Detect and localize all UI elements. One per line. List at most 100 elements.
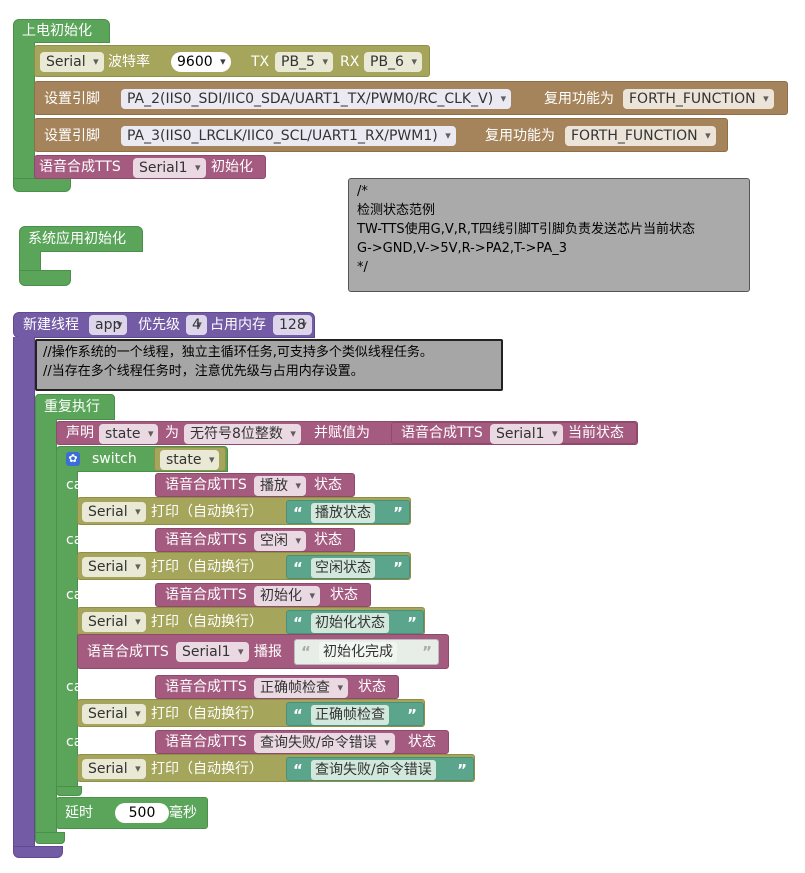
thread-block[interactable]: 新建线程 app 优先级 4 占用内存 128 <box>13 312 315 338</box>
sys-init-foot <box>19 270 71 286</box>
println-serial-dropdown[interactable]: Serial <box>82 502 146 522</box>
open-quote-icon: “ <box>293 761 303 779</box>
case-condition-block[interactable]: 语音合成TTS 初始化 状态 <box>155 583 371 607</box>
switch-var-dropdown[interactable]: state <box>160 450 220 470</box>
string-literal-block[interactable]: “ 查询失败/命令错误 ” <box>286 757 474 781</box>
setup-block-foot <box>13 178 71 192</box>
close-quote-icon: ” <box>407 614 417 632</box>
string-text-field[interactable]: 正确帧检查 <box>311 705 389 725</box>
rx-pin-dropdown[interactable]: PB_6 <box>364 52 422 72</box>
close-quote-icon: ” <box>457 761 467 779</box>
tts-state-value-block[interactable]: 语音合成TTS Serial1 当前状态 <box>391 422 637 444</box>
pin-function-block-1[interactable]: 设置引脚 PA_2(IIS0_SDI/IIC0_SDA/UART1_TX/PWM… <box>34 81 788 115</box>
pin2-func-label: 复用功能为 <box>485 128 555 144</box>
pin1-dropdown[interactable]: PA_2(IIS0_SDI/IIC0_SDA/UART1_TX/PWM0/RC_… <box>121 89 512 109</box>
case-state-dropdown[interactable]: 查询失败/命令错误 <box>254 733 395 753</box>
case-label: case <box>66 734 99 750</box>
string-text-field[interactable]: 空闲状态 <box>311 558 375 578</box>
switch-block[interactable]: ✿ switch state <box>56 446 228 472</box>
string-text-field[interactable]: 初始化状态 <box>311 613 389 633</box>
open-quote-icon: “ <box>293 559 303 577</box>
rx-label: RX <box>340 54 360 70</box>
repeat-block[interactable]: 重复执行 <box>35 394 115 420</box>
pin-function-block-2[interactable]: 设置引脚 PA_3(IIS0_LRCLK/IIC0_SCL/UART1_RX/P… <box>34 118 728 152</box>
repeat-foot <box>35 832 65 844</box>
string-text-field[interactable]: 播放状态 <box>311 503 375 523</box>
serial-port-dropdown[interactable]: Serial <box>40 52 104 72</box>
delay-block[interactable]: 延时 500 毫秒 <box>56 797 208 829</box>
close-quote-icon: ” <box>422 643 432 661</box>
pin2-dropdown[interactable]: PA_3(IIS0_LRCLK/IIC0_SCL/UART1_RX/PWM1) <box>121 126 456 146</box>
tts-init-prefix: 语音合成TTS <box>39 159 121 175</box>
thread-mem-field[interactable]: 128 <box>273 315 312 335</box>
serial-println-block[interactable]: Serial 打印（自动换行） “ 查询失败/命令错误 ” <box>77 754 475 782</box>
delay-label: 延时 <box>65 805 93 821</box>
println-serial-dropdown[interactable]: Serial <box>82 612 146 632</box>
case-tts-label: 语音合成TTS <box>165 532 247 548</box>
println-serial-dropdown[interactable]: Serial <box>82 557 146 577</box>
case-tts-label: 语音合成TTS <box>165 587 247 603</box>
speak-string-block[interactable]: “ 初始化完成 ” <box>294 639 439 665</box>
case-condition-block[interactable]: 语音合成TTS 空闲 状态 <box>155 528 355 552</box>
gear-icon[interactable]: ✿ <box>66 452 80 466</box>
pin1-func-dropdown[interactable]: FORTH_FUNCTION <box>623 89 774 109</box>
delay-unit: 毫秒 <box>169 805 197 821</box>
sys-init-block[interactable]: 系统应用初始化 <box>19 226 143 252</box>
case-state-label: 状态 <box>314 532 342 548</box>
switch-label: switch <box>92 451 137 467</box>
declare-var-dropdown[interactable]: state <box>99 424 159 444</box>
case-state-dropdown[interactable]: 空闲 <box>254 531 306 551</box>
speak-text-field[interactable]: 初始化完成 <box>319 642 397 662</box>
case-label: case <box>66 587 99 603</box>
thread-name-field[interactable]: app <box>89 315 128 335</box>
setup-block[interactable]: 上电初始化 <box>13 19 110 43</box>
pin2-func-dropdown[interactable]: FORTH_FUNCTION <box>565 126 716 146</box>
case-condition-block[interactable]: 语音合成TTS 播放 状态 <box>155 473 355 497</box>
case-condition-block[interactable]: 语音合成TTS 查询失败/命令错误 状态 <box>155 730 449 754</box>
string-literal-block[interactable]: “ 初始化状态 ” <box>286 610 424 634</box>
case-tts-label: 语音合成TTS <box>165 679 247 695</box>
string-literal-block[interactable]: “ 空闲状态 ” <box>286 555 410 579</box>
baud-dropdown[interactable]: 9600 <box>171 52 231 72</box>
case-label: case <box>66 532 99 548</box>
serial-println-block[interactable]: Serial 打印（自动换行） “ 空闲状态 ” <box>77 552 411 580</box>
repeat-label: 重复执行 <box>44 399 100 415</box>
println-serial-dropdown[interactable]: Serial <box>82 704 146 724</box>
serial-println-block[interactable]: Serial 打印（自动换行） “ 初始化状态 ” <box>77 607 425 635</box>
close-quote-icon: ” <box>393 559 403 577</box>
println-serial-dropdown[interactable]: Serial <box>82 759 146 779</box>
tts-speak-block[interactable]: 语音合成TTS Serial1 播报 “ 初始化完成 ” <box>77 634 449 669</box>
declare-type-dropdown[interactable]: 无符号8位整数 <box>184 424 301 444</box>
tts-state-port-dropdown[interactable]: Serial1 <box>490 424 563 444</box>
repeat-arm <box>35 419 57 837</box>
println-label: 打印（自动换行） <box>151 504 263 520</box>
tts-init-block[interactable]: 语音合成TTS Serial1 初始化 <box>34 155 266 179</box>
tts-init-port-dropdown[interactable]: Serial1 <box>133 158 206 178</box>
delay-value-field[interactable]: 500 <box>115 803 169 823</box>
switch-var-block[interactable]: state <box>154 447 226 471</box>
declare-label: 声明 <box>66 425 94 441</box>
case-state-dropdown[interactable]: 初始化 <box>254 586 320 606</box>
string-text-field[interactable]: 查询失败/命令错误 <box>311 760 436 780</box>
thread-priority-field[interactable]: 4 <box>186 315 207 335</box>
open-quote-icon: “ <box>293 706 303 724</box>
string-literal-block[interactable]: “ 正确帧检查 ” <box>286 702 424 726</box>
case-condition-block[interactable]: 语音合成TTS 正确帧检查 状态 <box>155 675 399 699</box>
serial-begin-block[interactable]: Serial 波特率 9600 TX PB_5 RX PB_6 <box>34 45 430 77</box>
thread-arm <box>13 337 35 849</box>
case-state-label: 状态 <box>314 477 342 493</box>
tts-state-label: 语音合成TTS <box>401 425 483 441</box>
comment-block-top[interactable]: /* 检测状态范例 TW-TTS使用G,V,R,T四线引脚T引脚负责发送芯片当前… <box>348 178 750 292</box>
case-state-dropdown[interactable]: 正确帧检查 <box>254 678 348 698</box>
serial-println-block[interactable]: Serial 打印（自动换行） “ 正确帧检查 ” <box>77 699 425 727</box>
close-quote-icon: ” <box>407 706 417 724</box>
thread-mem-label: 占用内存 <box>210 317 266 333</box>
string-literal-block[interactable]: “ 播放状态 ” <box>286 500 410 524</box>
declare-block[interactable]: 声明 state 为 无符号8位整数 并赋值为 语音合成TTS Serial1 … <box>56 421 638 445</box>
thread-comment[interactable]: //操作系统的一个线程，独立主循环任务,可支持多个类似线程任务。 //当存在多个… <box>35 339 503 391</box>
println-label: 打印（自动换行） <box>151 761 263 777</box>
case-state-dropdown[interactable]: 播放 <box>254 476 306 496</box>
speak-port-dropdown[interactable]: Serial1 <box>176 642 249 662</box>
serial-println-block[interactable]: Serial 打印（自动换行） “ 播放状态 ” <box>77 497 411 525</box>
tx-pin-dropdown[interactable]: PB_5 <box>275 52 333 72</box>
